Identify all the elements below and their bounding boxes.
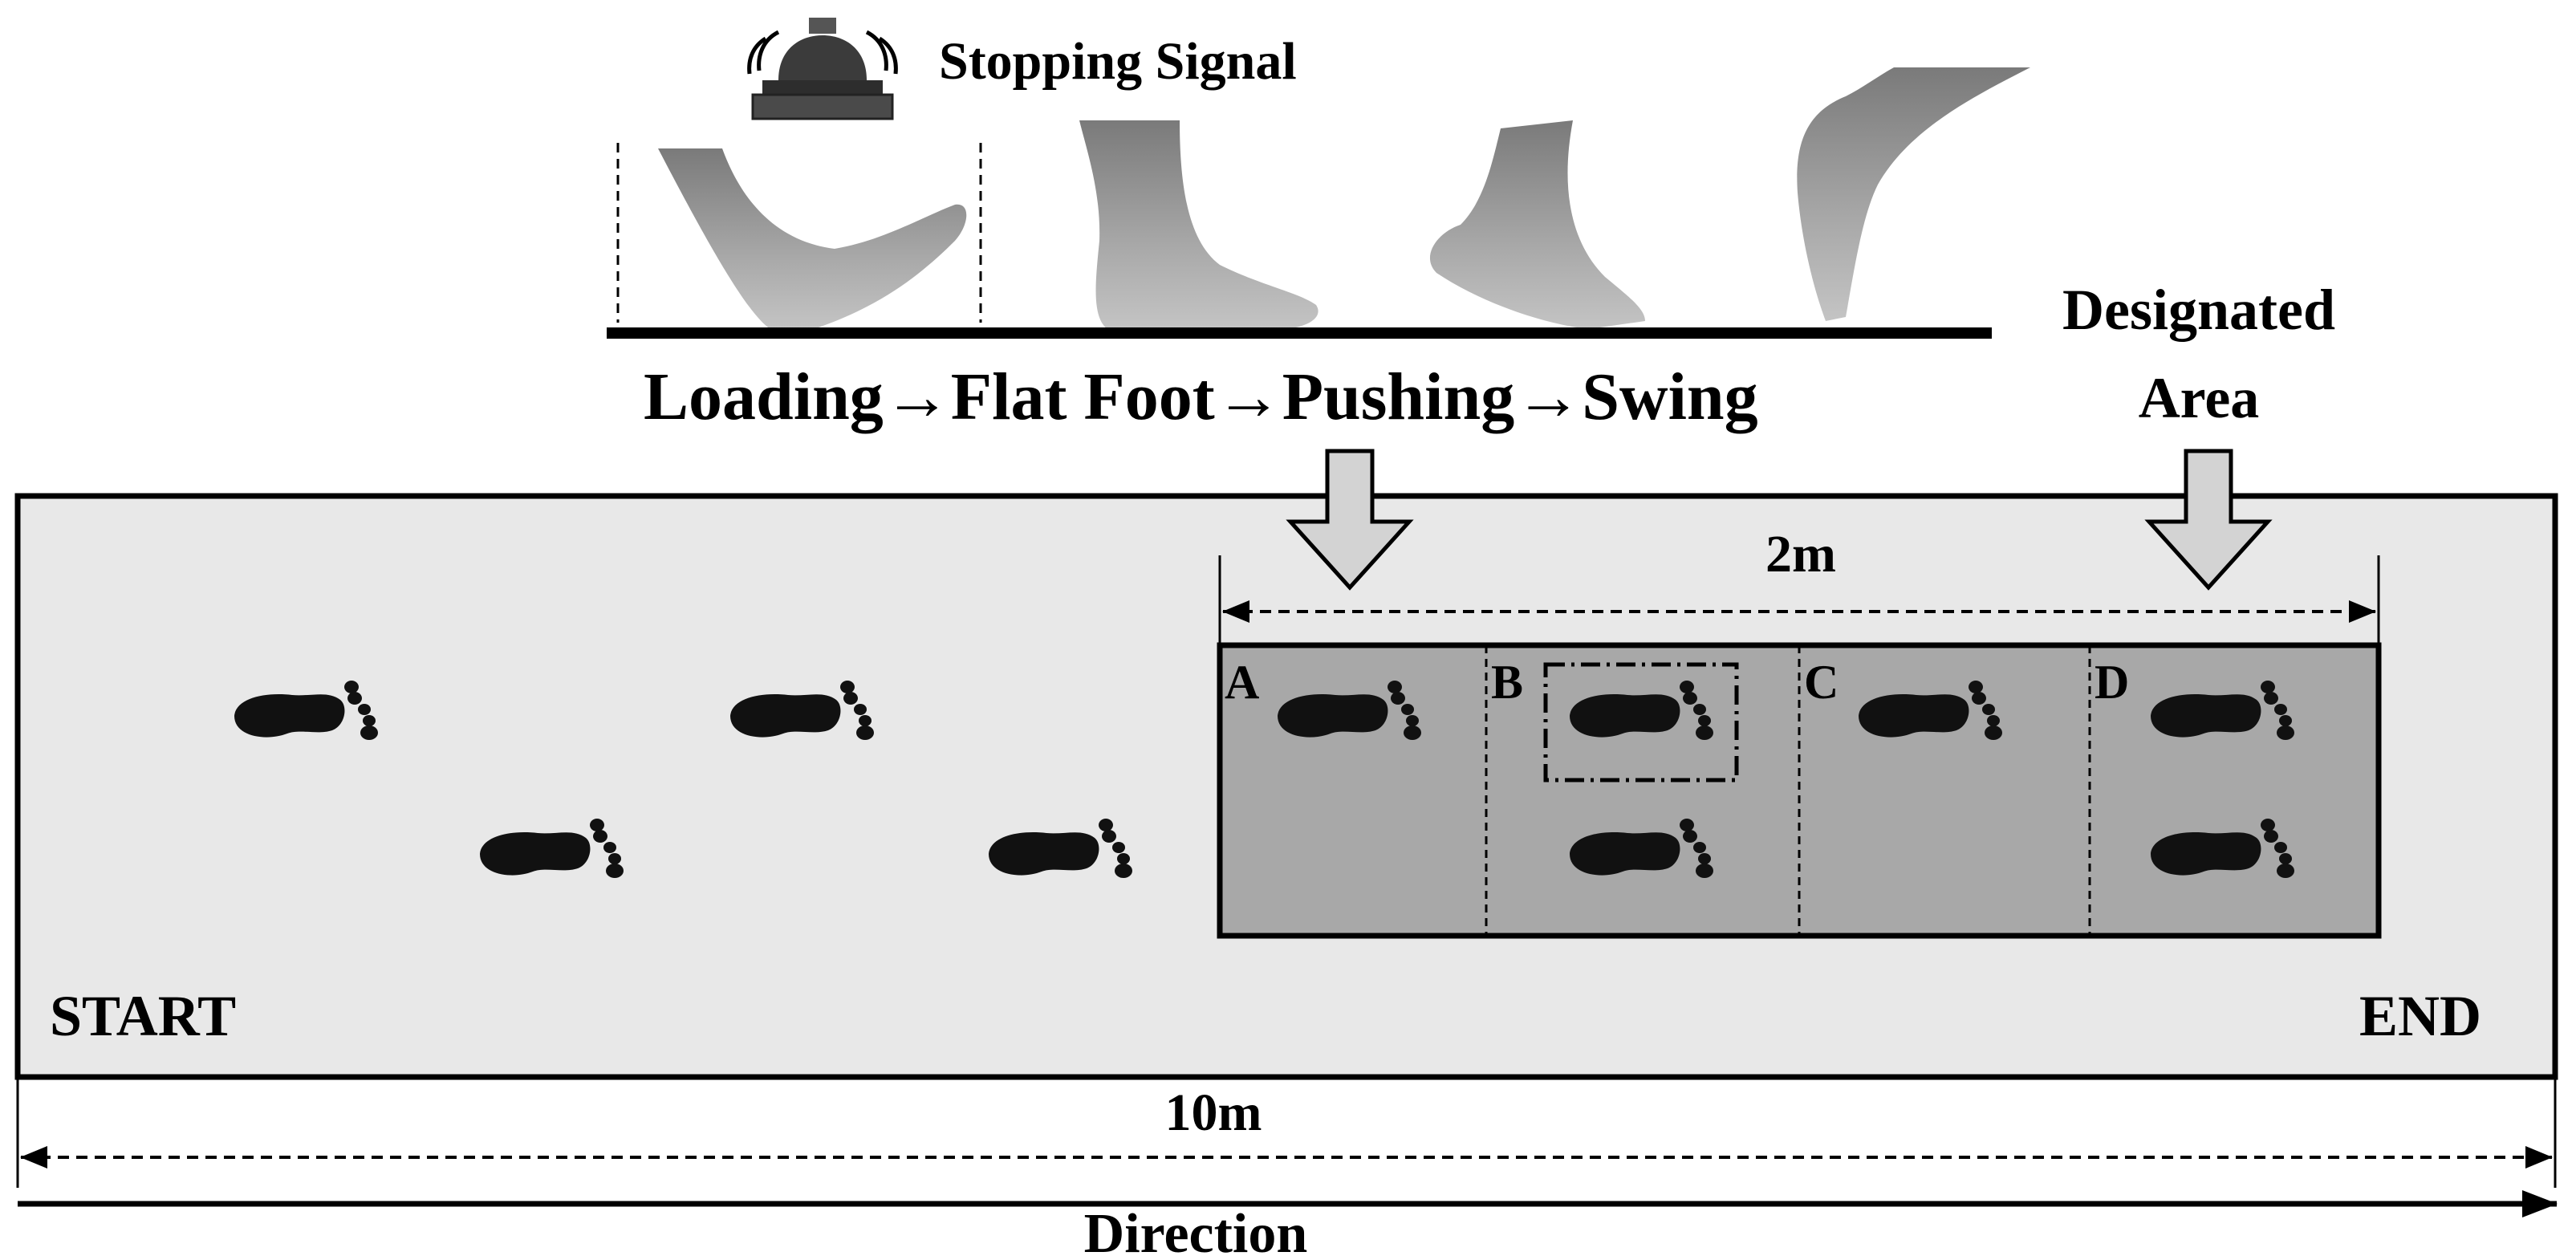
zone-label-a: A <box>1225 656 1259 709</box>
designated-area-title-line2: Area <box>2139 366 2260 430</box>
foot-loading-photo <box>658 148 967 329</box>
zone-label-b: B <box>1491 656 1523 709</box>
zone-label-c: C <box>1804 656 1839 709</box>
selected-step-box <box>1543 662 1739 782</box>
designated-area-title-line1: Designated <box>2062 278 2335 342</box>
gait-phase-images <box>607 67 2030 339</box>
stopping-signal-label: Stopping Signal <box>939 32 1297 91</box>
down-arrow-icon <box>1286 449 1414 591</box>
foot-swing-photo <box>1797 67 2030 321</box>
direction-label: Direction <box>1084 1203 1308 1260</box>
designated-area-length: 2m <box>1765 525 1836 583</box>
bell-icon <box>747 18 898 120</box>
gait-phase-sequence: Loading→Flat Foot→Pushing→Swing <box>644 360 1758 434</box>
end-label: END <box>2359 984 2481 1048</box>
track-length: 10m <box>1165 1083 1262 1142</box>
down-arrow-icon <box>2144 449 2273 591</box>
start-label: START <box>50 984 236 1048</box>
foot-flat-photo <box>1079 120 1318 329</box>
zone-label-d: D <box>2095 656 2129 709</box>
foot-pushing-photo <box>1429 120 1645 329</box>
